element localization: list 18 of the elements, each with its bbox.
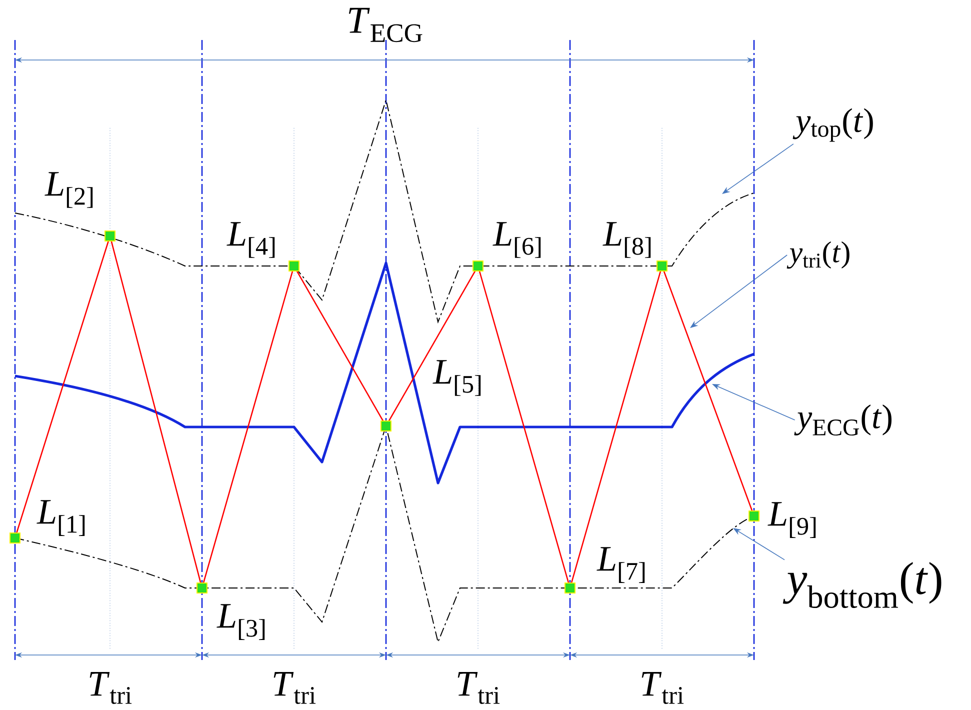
dimension-label: T$_{tri}$ [458, 672, 500, 704]
dimension-label: T$_{ECG}$ [348, 8, 422, 42]
point-label: L$_{[8]}$ [602, 222, 651, 258]
curve-label: y$_{bottom}$(t) [782, 562, 942, 608]
point-label: L$_{[6]}$ [492, 222, 541, 258]
point-label: L$_{[1]}$ [36, 500, 85, 536]
curve-label: y$_{ECG}$(t) [794, 404, 892, 436]
point-label: L$_{[7]}$ [596, 547, 645, 583]
point-label: L$_{[2]}$ [44, 172, 93, 208]
point-label: L$_{[5]}$ [432, 360, 481, 396]
point-label: L$_{[3]}$ [216, 604, 265, 640]
dimension-label: T$_{tri}$ [274, 672, 316, 704]
dimension-label: T$_{tri}$ [642, 672, 684, 704]
curve-label: y$_{top}$(t) [792, 108, 873, 142]
curve-label: y$_{tri}$(t) [786, 241, 850, 269]
dimension-label: T$_{tri}$ [90, 672, 132, 704]
point-label: L$_{[4]}$ [226, 222, 275, 258]
point-label: L$_{[9]}$ [768, 502, 816, 538]
